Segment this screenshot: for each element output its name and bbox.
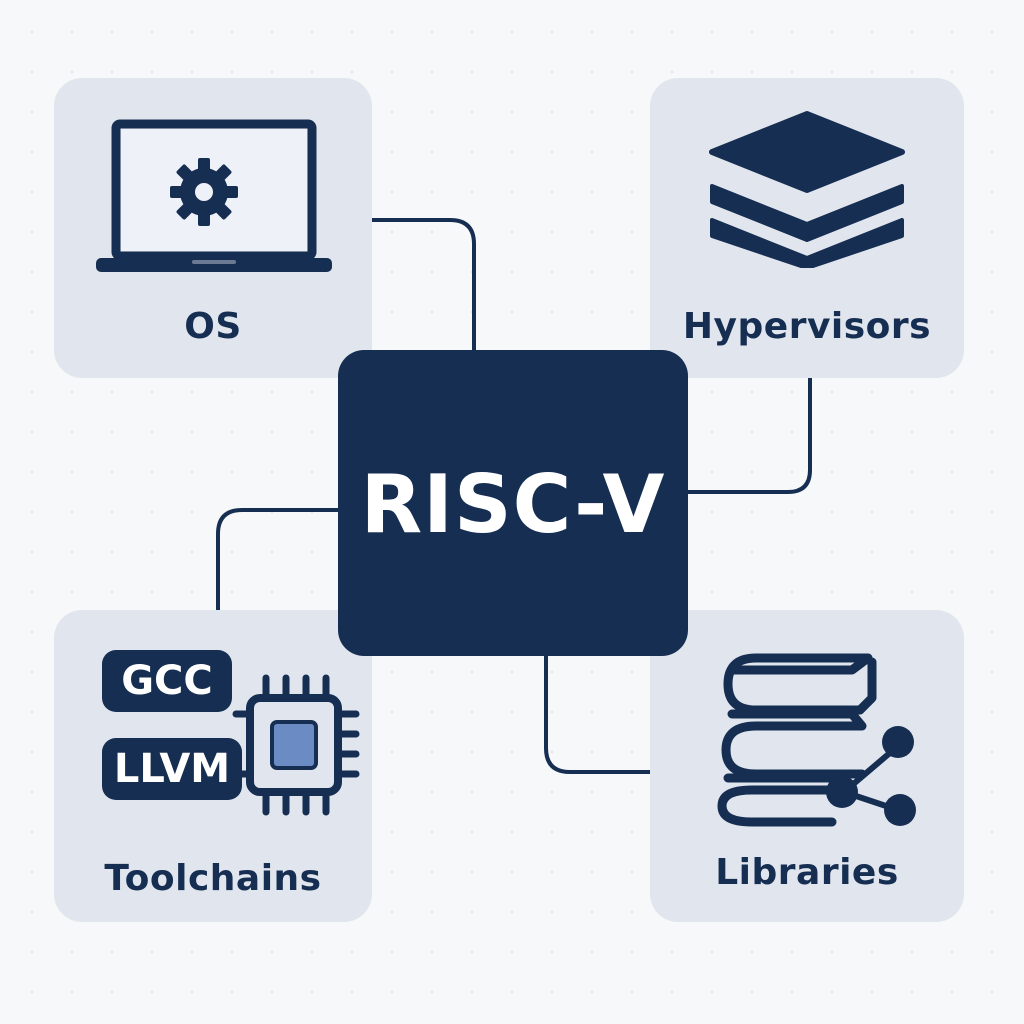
node-hypervisors[interactable]: Hypervisors: [650, 78, 964, 378]
node-libraries[interactable]: Libraries: [650, 610, 964, 922]
node-hypervisors-label: Hypervisors: [682, 306, 932, 347]
books-share-icon: [717, 653, 916, 827]
node-os[interactable]: OS: [54, 78, 372, 378]
connector-os: [370, 218, 476, 352]
stack-layers-icon: [709, 111, 905, 268]
connector-toolchains: [216, 508, 340, 612]
connector-libraries: [544, 654, 652, 774]
risc-v-core-node[interactable]: RISC-V: [338, 350, 688, 656]
node-libraries-label: Libraries: [715, 852, 899, 893]
gcc-badge: GCC: [102, 650, 232, 712]
node-toolchains-label: Toolchains: [104, 858, 322, 899]
llvm-badge: LLVM: [102, 738, 242, 800]
connector-hypervisors: [686, 376, 812, 494]
laptop-gear-icon: [96, 119, 332, 272]
node-os-label: OS: [184, 306, 242, 347]
chip-icon: [232, 674, 360, 816]
core-label: RISC-V: [360, 458, 666, 551]
node-toolchains[interactable]: GCC LLVM Toolchains: [54, 610, 372, 922]
